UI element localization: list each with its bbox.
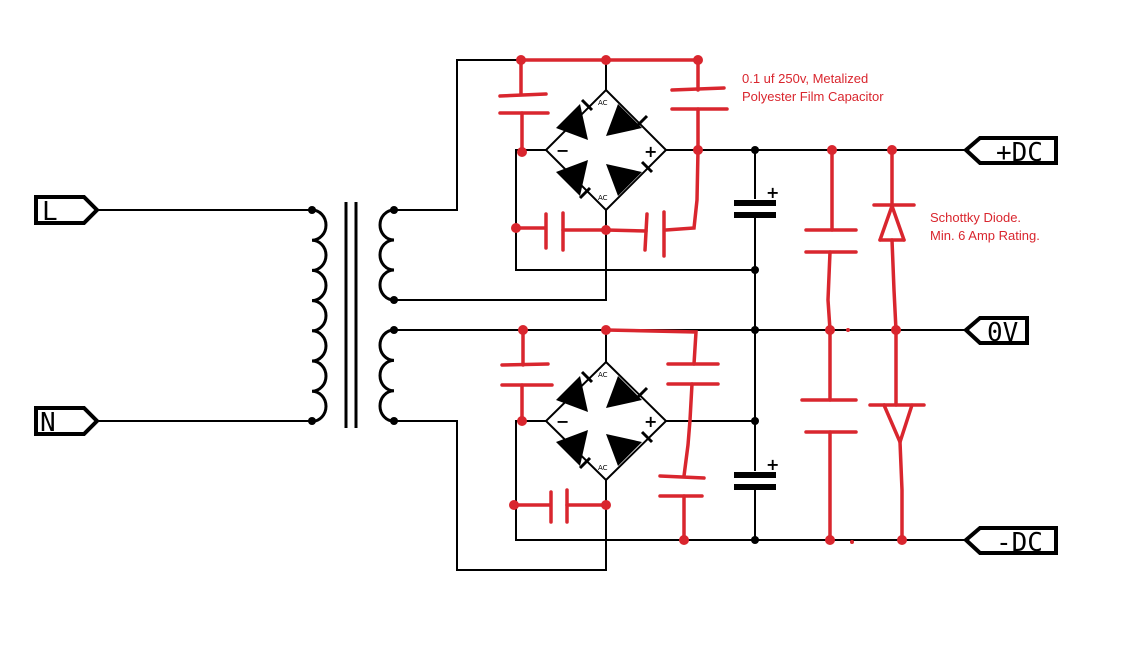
terminal-l: L [34, 195, 100, 227]
plus-mark-lower: + [644, 412, 657, 431]
film-capacitor-note-line1: 0.1 uf 250v, Metalized [742, 71, 868, 86]
secondary-winding-lower [378, 328, 395, 423]
output-capacitor-upper [804, 148, 858, 332]
terminal-positive-dc-label: +DC [996, 138, 1043, 168]
bridge-rectifier-upper: AC AC − + [544, 88, 668, 212]
snubber-capacitor-lower-right [604, 328, 720, 542]
terminal-negative-dc-label: -DC [996, 528, 1043, 558]
snubber-capacitor-upper-left [498, 58, 550, 154]
electrolytic-capacitor-lower: + [734, 455, 779, 490]
cap-polarity-lower: + [766, 455, 779, 474]
minus-mark-lower: − [556, 412, 569, 431]
ac-mark-lower-bottom: AC [598, 464, 608, 472]
added-components [498, 55, 926, 545]
terminal-zero-volt: 0V [962, 316, 1029, 348]
schottky-note-line1: Schottky Diode. [930, 210, 1021, 225]
film-capacitor-note-line2: Polyester Film Capacitor [742, 89, 884, 104]
transformer [308, 202, 398, 428]
output-capacitor-lower [800, 328, 858, 542]
terminal-zero-volt-label: 0V [987, 318, 1018, 348]
minus-mark-upper: − [556, 141, 569, 160]
secondary-winding-upper [378, 208, 395, 302]
terminal-n: N [34, 406, 100, 438]
terminal-l-label: L [42, 197, 58, 227]
terminal-negative-dc: -DC [962, 526, 1058, 558]
schottky-diode-lower [868, 328, 926, 542]
terminal-n-label: N [40, 408, 56, 438]
schottky-note-line2: Min. 6 Amp Rating. [930, 228, 1040, 243]
bridge-rectifier-lower: AC AC − + [544, 360, 668, 482]
ac-mark-lower-top: AC [598, 371, 608, 379]
snubber-capacitor-lower-left [500, 328, 554, 423]
ac-mark-upper-top: AC [598, 99, 608, 107]
wiring [393, 59, 967, 571]
snubber-capacitor-lower-bottom [512, 488, 608, 524]
snubber-capacitor-upper-bottom [514, 210, 666, 258]
primary-winding [311, 208, 328, 423]
ac-mark-upper-bottom: AC [598, 194, 608, 202]
cap-polarity-upper: + [766, 183, 779, 202]
electrolytic-capacitor-upper: + [734, 183, 779, 218]
plus-mark-upper: + [644, 142, 657, 161]
schottky-diode-upper [872, 148, 916, 332]
terminal-positive-dc: +DC [962, 136, 1058, 168]
snubber-capacitor-upper-right [604, 58, 729, 232]
